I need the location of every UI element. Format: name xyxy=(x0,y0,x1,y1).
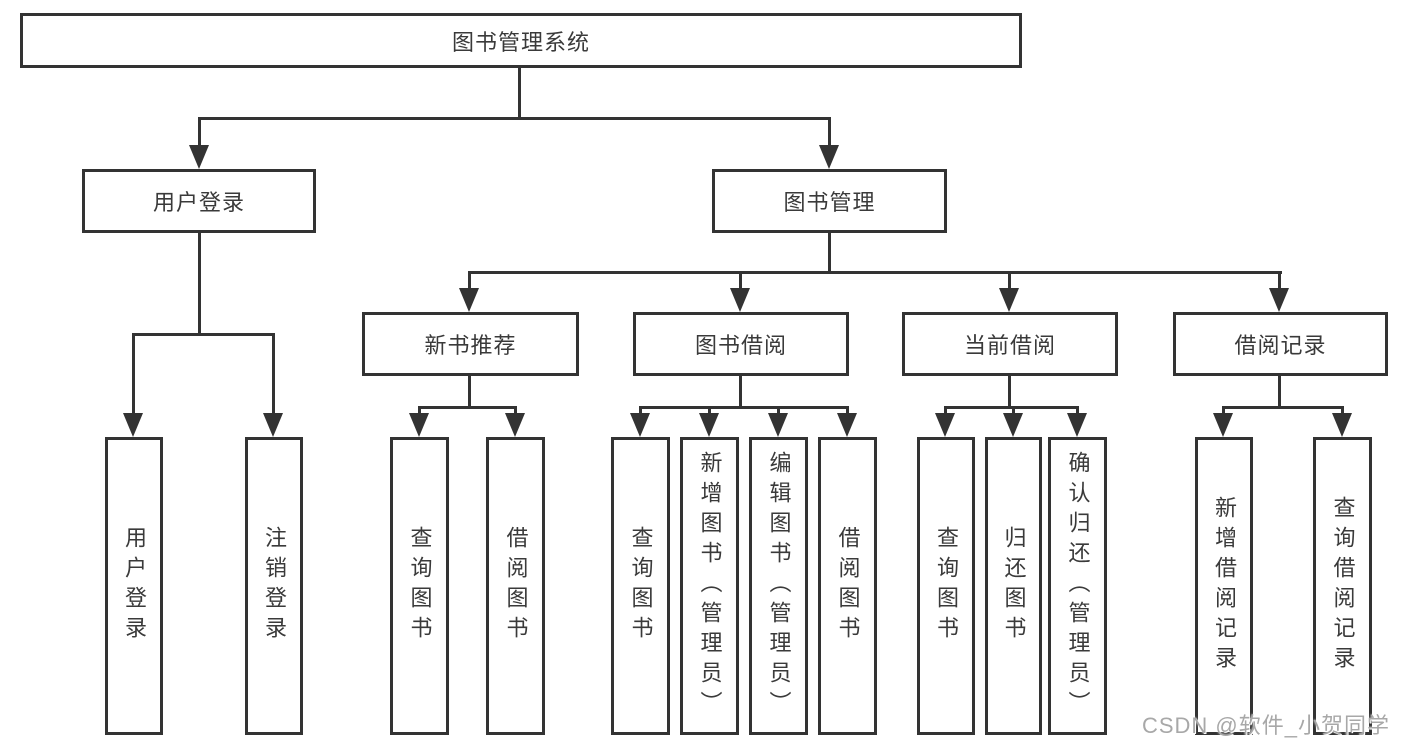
arrow-down-icon xyxy=(189,145,209,169)
leaf-edit-book-admin: 编辑图书（管理员） xyxy=(749,437,808,735)
arrow-down-icon xyxy=(1332,413,1352,437)
connector-drop xyxy=(1278,271,1281,291)
node-label: 借阅图书 xyxy=(503,526,529,646)
arrow-down-icon xyxy=(935,413,955,437)
connector-user-login-rail xyxy=(132,333,275,336)
connector-drop xyxy=(828,117,831,149)
node-label: 图书管理 xyxy=(783,190,876,215)
leaf-query-book-borrow: 查询图书 xyxy=(611,437,670,735)
arrow-down-icon xyxy=(123,413,143,437)
node-label: 查询图书 xyxy=(407,526,433,646)
connector-level3-rail xyxy=(468,271,1282,274)
connector-stem xyxy=(1278,373,1281,409)
node-label: 用户登录 xyxy=(152,190,245,215)
arrow-down-icon xyxy=(630,413,650,437)
node-label: 查询图书 xyxy=(628,526,654,646)
connector-rail xyxy=(418,406,517,409)
connector-drop xyxy=(944,406,947,416)
connector-drop xyxy=(272,333,275,415)
arrow-down-icon xyxy=(263,413,283,437)
arrow-down-icon xyxy=(505,413,525,437)
connector-stem xyxy=(739,373,742,409)
connector-user-login-stem xyxy=(198,230,201,336)
node-label: 图书借阅 xyxy=(694,333,787,358)
connector-stem xyxy=(1008,373,1011,409)
node-current-borrow: 当前借阅 xyxy=(902,312,1118,376)
node-user-login: 用户登录 xyxy=(82,169,316,233)
connector-drop xyxy=(514,406,517,416)
node-label: 编辑图书（管理员） xyxy=(766,451,792,721)
connector-drop xyxy=(1076,406,1079,416)
csdn-watermark: CSDN @软件_小贺同学 xyxy=(1141,713,1390,738)
node-label: 确认归还（管理员） xyxy=(1065,451,1091,721)
connector-drop xyxy=(1012,406,1015,416)
arrow-down-icon xyxy=(837,413,857,437)
connector-drop xyxy=(1222,406,1225,416)
node-label: 新书推荐 xyxy=(424,333,517,358)
arrow-down-icon xyxy=(459,288,479,312)
arrow-down-icon xyxy=(699,413,719,437)
leaf-add-borrow-record: 新增借阅记录 xyxy=(1195,437,1253,735)
arrow-down-icon xyxy=(1213,413,1233,437)
connector-root-stem xyxy=(518,66,521,120)
node-label: 注销登录 xyxy=(262,526,287,646)
connector-drop xyxy=(198,117,201,149)
leaf-borrow-book-recommend: 借阅图书 xyxy=(486,437,545,735)
connector-drop xyxy=(1008,271,1011,291)
arrow-down-icon xyxy=(1269,288,1289,312)
leaf-query-borrow-record: 查询借阅记录 xyxy=(1313,437,1372,735)
leaf-query-book-current: 查询图书 xyxy=(917,437,975,735)
connector-drop xyxy=(639,406,642,416)
connector-level2-rail xyxy=(198,117,831,120)
leaf-user-login: 用户登录 xyxy=(105,437,163,735)
arrow-down-icon xyxy=(768,413,788,437)
arrow-down-icon xyxy=(730,288,750,312)
arrow-down-icon xyxy=(1067,413,1087,437)
node-label: 用户登录 xyxy=(122,526,147,646)
connector-stem xyxy=(468,373,471,409)
connector-rail xyxy=(944,406,1079,409)
node-label: 归还图书 xyxy=(1001,526,1027,646)
connector-drop xyxy=(1341,406,1344,416)
connector-rail xyxy=(639,406,849,409)
node-borrow-records: 借阅记录 xyxy=(1173,312,1388,376)
connector-rail xyxy=(1222,406,1344,409)
node-label: 查询借阅记录 xyxy=(1330,496,1356,676)
arrow-down-icon xyxy=(409,413,429,437)
connector-drop xyxy=(708,406,711,416)
leaf-query-book-recommend: 查询图书 xyxy=(390,437,449,735)
arrow-down-icon xyxy=(999,288,1019,312)
leaf-confirm-return-admin: 确认归还（管理员） xyxy=(1048,437,1107,735)
connector-drop xyxy=(846,406,849,416)
connector-drop xyxy=(739,271,742,291)
node-label: 借阅记录 xyxy=(1234,333,1327,358)
node-label: 借阅图书 xyxy=(835,526,861,646)
node-library-system: 图书管理系统 xyxy=(20,13,1022,68)
node-new-book-recommend: 新书推荐 xyxy=(362,312,579,376)
leaf-borrow-book: 借阅图书 xyxy=(818,437,877,735)
node-label: 新增图书（管理员） xyxy=(697,451,723,721)
leaf-logout: 注销登录 xyxy=(245,437,303,735)
node-label: 当前借阅 xyxy=(963,333,1056,358)
connector-book-mgmt-stem xyxy=(828,230,831,274)
leaf-add-book-admin: 新增图书（管理员） xyxy=(680,437,739,735)
connector-drop xyxy=(132,333,135,415)
arrow-down-icon xyxy=(1003,413,1023,437)
node-book-borrow: 图书借阅 xyxy=(633,312,849,376)
connector-drop xyxy=(777,406,780,416)
connector-drop xyxy=(468,271,471,291)
node-book-management: 图书管理 xyxy=(712,169,947,233)
node-label: 新增借阅记录 xyxy=(1212,496,1237,676)
arrow-down-icon xyxy=(819,145,839,169)
connector-drop xyxy=(418,406,421,416)
node-label: 图书管理系统 xyxy=(451,29,590,55)
leaf-return-book: 归还图书 xyxy=(985,437,1042,735)
node-label: 查询图书 xyxy=(934,526,959,646)
